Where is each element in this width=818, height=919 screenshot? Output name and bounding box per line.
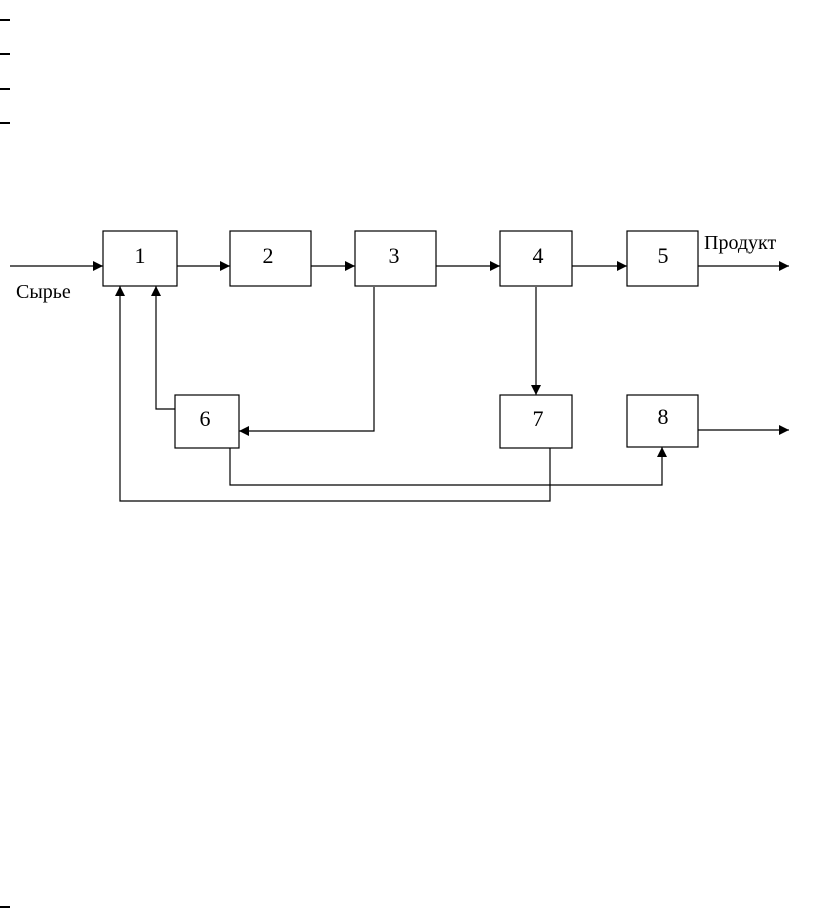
arrow-7-to-1 <box>120 286 550 501</box>
connections <box>10 266 789 501</box>
block-7-label: 7 <box>533 406 544 431</box>
block-7: 7 <box>500 395 572 448</box>
input-label: Сырье <box>16 281 71 303</box>
arrow-6-to-1 <box>156 286 175 409</box>
block-1-label: 1 <box>135 243 146 268</box>
block-4-label: 4 <box>533 243 544 268</box>
block-3: 3 <box>355 231 436 286</box>
block-2-label: 2 <box>263 243 274 268</box>
block-3-label: 3 <box>389 243 400 268</box>
block-5-label: 5 <box>658 243 669 268</box>
arrow-6-to-8 <box>230 447 662 485</box>
block-8-label: 8 <box>658 404 669 429</box>
block-2: 2 <box>230 231 311 286</box>
block-4: 4 <box>500 231 572 286</box>
block-1: 1 <box>103 231 177 286</box>
block-5: 5 <box>627 231 698 286</box>
output-label: Продукт <box>704 232 776 254</box>
arrow-3-to-6 <box>239 287 374 431</box>
block-6: 6 <box>175 395 239 448</box>
block-8: 8 <box>627 395 698 447</box>
block-6-label: 6 <box>200 406 211 431</box>
